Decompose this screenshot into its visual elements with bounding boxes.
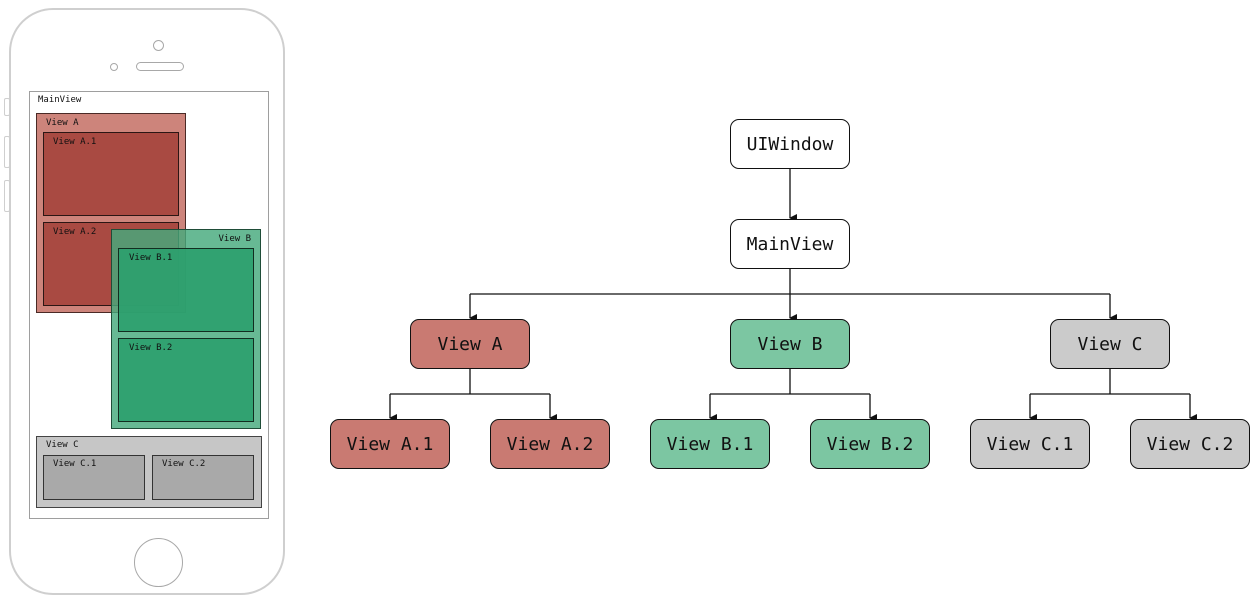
node-uiwindow: UIWindow — [730, 119, 850, 169]
node-view-b2: View B.2 — [810, 419, 930, 469]
phone-view-b-label: View B — [218, 234, 251, 244]
home-button-icon — [134, 538, 183, 587]
node-view-a2: View A.2 — [490, 419, 610, 469]
node-view-c2: View C.2 — [1130, 419, 1250, 469]
node-view-b: View B — [730, 319, 850, 369]
node-mainview: MainView — [730, 219, 850, 269]
sensor-icon — [110, 63, 118, 71]
phone-view-b1-label: View B.1 — [129, 253, 173, 263]
phone-view-a-label: View A — [46, 118, 79, 128]
ringer-switch — [4, 98, 10, 116]
phone-view-c2: View C.2 — [152, 455, 254, 500]
phone-view-a1: View A.1 — [43, 132, 179, 216]
phone-view-b1: View B.1 — [118, 248, 254, 332]
node-view-b1: View B.1 — [650, 419, 770, 469]
speaker-grille — [136, 62, 184, 71]
phone-view-b2-label: View B.2 — [129, 343, 173, 353]
node-view-c1: View C.1 — [970, 419, 1090, 469]
phone-view-c1-label: View C.1 — [53, 459, 97, 469]
node-view-a: View A — [410, 319, 530, 369]
phone-view-a1-label: View A.1 — [53, 137, 97, 147]
phone-view-b2: View B.2 — [118, 338, 254, 422]
phone-view-c2-label: View C.2 — [162, 459, 206, 469]
phone-view-c-label: View C — [46, 440, 79, 450]
phone-view-a2-label: View A.2 — [53, 227, 97, 237]
node-view-c: View C — [1050, 319, 1170, 369]
main-view-label: MainView — [38, 95, 82, 105]
phone-view-c1: View C.1 — [43, 455, 145, 500]
volume-down-button — [4, 180, 10, 212]
node-view-a1: View A.1 — [330, 419, 450, 469]
camera-icon — [153, 40, 164, 51]
volume-up-button — [4, 136, 10, 168]
